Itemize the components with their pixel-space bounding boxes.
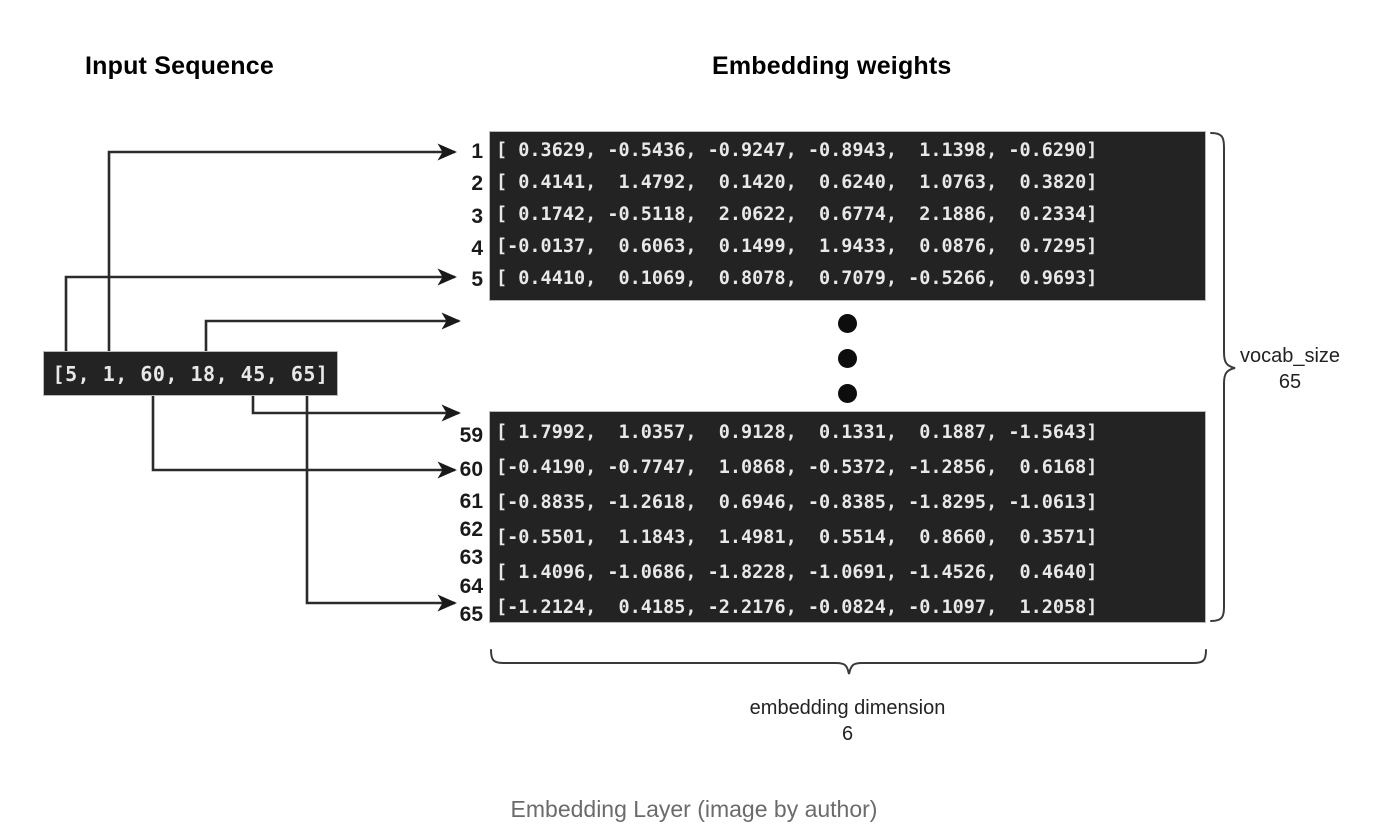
matrix-row: [ 0.1742, -0.5118, 2.0622, 0.6774, 2.188… xyxy=(496,204,1098,225)
figure-caption: Embedding Layer (image by author) xyxy=(510,796,878,822)
matrix-row: [ 0.3629, -0.5436, -0.9247, -0.8943, 1.1… xyxy=(496,140,1098,161)
wire-token-60-to-row-60 xyxy=(151,396,457,479)
input-sequence-text: [5, 1, 60, 18, 45, 65] xyxy=(52,361,329,386)
ellipsis-dot-1 xyxy=(838,314,857,333)
matrix-row: [ 1.7992, 1.0357, 0.9128, 0.1331, 0.1887… xyxy=(496,422,1098,443)
row-label-63: 63 xyxy=(459,546,483,569)
embedding-dimension-value: 6 xyxy=(841,723,854,745)
row-label-64: 64 xyxy=(459,575,483,598)
row-label-1: 1 xyxy=(471,140,483,163)
matrix-row: [-0.0137, 0.6063, 0.1499, 1.9433, 0.0876… xyxy=(496,236,1098,257)
matrix-row: [-0.8835, -1.2618, 0.6946, -0.8385, -1.8… xyxy=(496,492,1098,513)
row-label-2: 2 xyxy=(471,172,483,195)
row-label-60: 60 xyxy=(459,458,483,481)
wire-token-5-to-row-5 xyxy=(64,268,457,351)
matrix-row: [-0.5501, 1.1843, 1.4981, 0.5514, 0.8660… xyxy=(496,527,1098,548)
wire-token-65-to-row-65 xyxy=(305,396,457,612)
vocab-size-brace xyxy=(1210,132,1236,622)
matrix-row: [ 1.4096, -1.0686, -1.8228, -1.0691, -1.… xyxy=(496,562,1098,583)
wire-token-18-to-ellipsis xyxy=(204,312,461,351)
matrix-row: [-1.2124, 0.4185, -2.2176, -0.0824, -0.1… xyxy=(496,597,1098,618)
embedding-weights-heading: Embedding weights xyxy=(712,52,952,80)
embedding-dimension-label-group: embedding dimension 6 xyxy=(605,695,1090,747)
vocab-size-value: 65 xyxy=(1278,371,1302,393)
wire-token-45-to-ellipsis xyxy=(251,396,461,422)
row-label-3: 3 xyxy=(471,205,483,228)
input-sequence-heading: Input Sequence xyxy=(85,52,274,80)
input-sequence-box: [5, 1, 60, 18, 45, 65] xyxy=(43,351,338,396)
embedding-matrix-bottom: [ 1.7992, 1.0357, 0.9128, 0.1331, 0.1887… xyxy=(489,411,1206,623)
matrix-row: [ 0.4141, 1.4792, 0.1420, 0.6240, 1.0763… xyxy=(496,172,1098,193)
vocab-size-label-group: vocab_size 65 xyxy=(1240,343,1340,395)
matrix-row: [-0.4190, -0.7747, 1.0868, -0.5372, -1.2… xyxy=(496,457,1098,478)
matrix-row: [ 0.4410, 0.1069, 0.8078, 0.7079, -0.526… xyxy=(496,268,1098,289)
ellipsis-dot-3 xyxy=(838,384,857,403)
row-label-59: 59 xyxy=(459,424,483,447)
row-label-4: 4 xyxy=(471,237,483,260)
row-label-61: 61 xyxy=(459,490,483,513)
vocab-size-label: vocab_size xyxy=(1240,345,1341,367)
row-label-5: 5 xyxy=(471,268,483,291)
ellipsis-dot-2 xyxy=(838,349,857,368)
embedding-dimension-brace xyxy=(490,649,1207,675)
row-label-65: 65 xyxy=(459,603,483,626)
embedding-matrix-top: [ 0.3629, -0.5436, -0.9247, -0.8943, 1.1… xyxy=(489,131,1206,301)
row-label-62: 62 xyxy=(459,518,483,541)
embedding-dimension-label: embedding dimension xyxy=(749,697,946,719)
wire-token-1-to-row-1 xyxy=(107,143,457,351)
